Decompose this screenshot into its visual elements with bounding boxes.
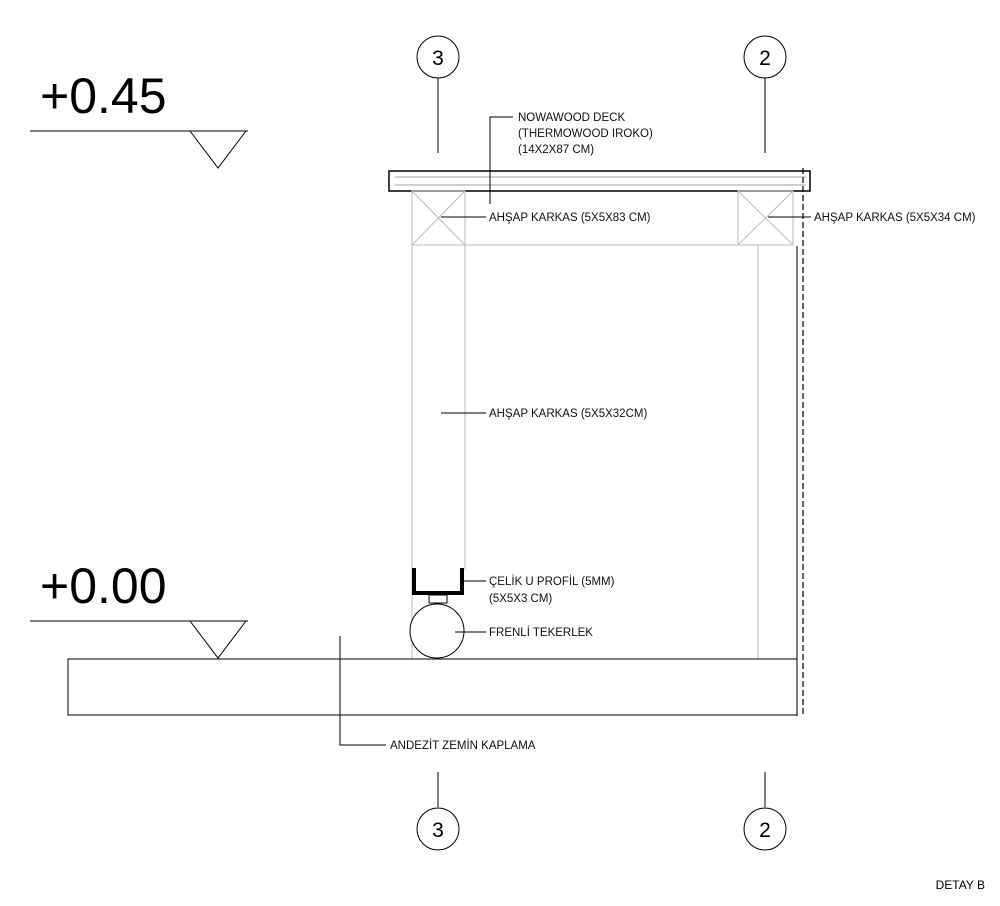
label-wheel: FRENLİ TEKERLEK <box>489 626 593 639</box>
axis-3-top: 3 <box>416 35 460 153</box>
axis-2-bottom: 2 <box>743 772 787 851</box>
axis-2-bottom-label: 2 <box>759 819 771 842</box>
axis-3-bottom: 3 <box>416 772 460 851</box>
axis-3-top-label: 3 <box>432 47 444 70</box>
level-top-label: +0.45 <box>40 68 167 124</box>
level-bottom-label: +0.00 <box>40 558 167 614</box>
label-u-profile-2: (5X5X3 CM) <box>489 593 552 605</box>
label-u-profile-1: ÇELİK U PROFİL (5MM) <box>489 575 615 588</box>
label-deck-3: (14X2X87 CM) <box>518 144 594 156</box>
axis-3-bottom-label: 3 <box>432 819 444 842</box>
label-frame-32: AHŞAP KARKAS (5X5X32CM) <box>489 408 647 420</box>
level-marker-bottom: +0.00 <box>30 558 248 659</box>
steel-u-profile <box>412 568 464 604</box>
label-deck-1: NOWAWOOD DECK <box>518 112 625 124</box>
brake-wheel <box>409 603 465 659</box>
wooden-frame <box>411 190 794 659</box>
label-frame-83: AHŞAP KARKAS (5X5X83 CM) <box>489 212 651 224</box>
axis-2-top-label: 2 <box>759 47 771 70</box>
detail-title: DETAY B <box>936 878 985 892</box>
label-frame-34: AHŞAP KARKAS (5X5X34 CM) <box>814 212 976 224</box>
level-marker-top: +0.45 <box>30 68 248 169</box>
label-floor: ANDEZİT ZEMİN KAPLAMA <box>390 739 536 752</box>
label-deck-2: (THERMOWOOD IROKO) <box>518 128 653 140</box>
leader-lines <box>339 116 811 746</box>
axis-2-top: 2 <box>743 35 787 153</box>
deck-board <box>388 170 811 192</box>
floor-slab <box>67 658 798 716</box>
